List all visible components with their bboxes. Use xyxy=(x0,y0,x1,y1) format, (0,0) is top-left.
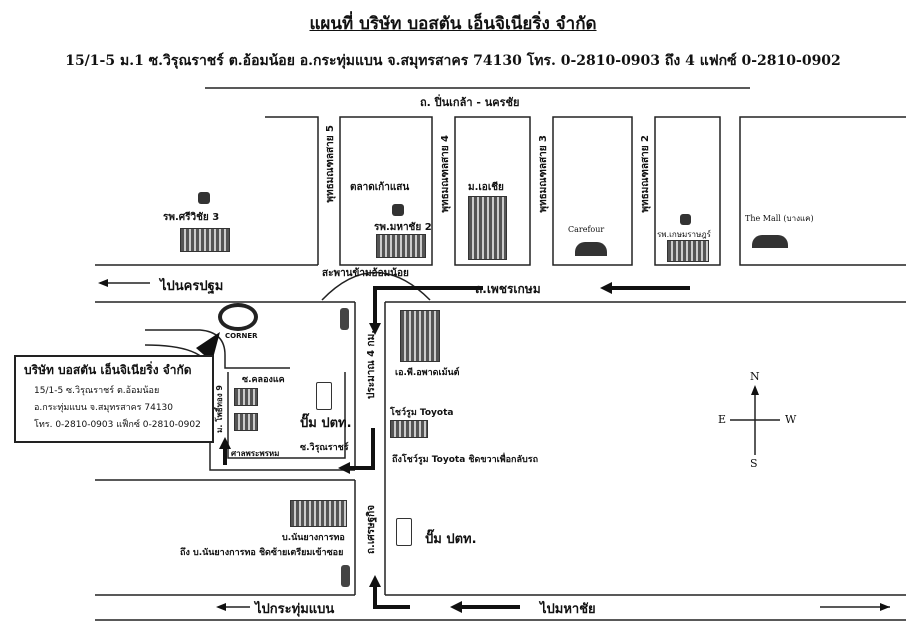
building-icon xyxy=(376,234,426,258)
factory-icon xyxy=(290,500,347,527)
label-soi-khlong-khae: ซ.คลองแค xyxy=(242,375,285,385)
road-soi4: พุทธมณฑลสาย 4 xyxy=(440,135,451,213)
road-setthakit: ถ.เศรษฐกิจ xyxy=(366,505,377,555)
tower-icon xyxy=(400,310,440,362)
road-soi-moo9: ม. โพธิ์ทอง 9 xyxy=(215,385,224,433)
label-asia-univ: ม.เอเชีย xyxy=(468,182,504,193)
traffic-light-icon xyxy=(341,565,350,587)
road-phetkasem: ถ.เพชรเกษม xyxy=(475,282,541,296)
label-corner: CORNER xyxy=(225,332,258,340)
label-approx-4km: ประมาณ 4 กม. xyxy=(366,330,377,399)
store-icon xyxy=(752,235,788,248)
building-icon xyxy=(390,420,428,438)
label-nanyang: บ.นันยางการทอ xyxy=(282,533,345,543)
hospital-icon xyxy=(680,214,691,225)
page-title: แผนที่ บริษัท บอสตัน เอ็นจิเนียริ่ง จำกั… xyxy=(309,14,597,34)
corner-logo-icon xyxy=(218,303,258,331)
label-soi-wirunrat: ซ.วิรุณราชร์ xyxy=(300,443,349,453)
label-to-mahachai: ไปมหาชัย xyxy=(540,602,596,617)
compass-east: E xyxy=(718,413,727,426)
label-ap-apartment: เอ.พี.อพาดเม้นต์ xyxy=(395,368,460,378)
road-soi5: พุทธมณฑลสาย 5 xyxy=(325,125,336,203)
label-to-krathum-baen: ไปกระทุ่มแบน xyxy=(255,602,335,617)
store-icon xyxy=(575,242,607,256)
compass-south: S xyxy=(750,457,758,470)
road-pinklao: ถ. ปิ่นเกล้า - นครชัย xyxy=(420,96,520,109)
company-info-box: บริษัท บอสตัน เอ็นจิเนียริ่ง จำกัด 15/1-… xyxy=(14,355,214,443)
company-address-2: อ.กระทุ่มแบน จ.สมุทรสาคร 74130 xyxy=(34,403,173,413)
shophouse-icon xyxy=(234,388,258,406)
tower-icon xyxy=(468,196,507,260)
company-name: บริษัท บอสตัน เอ็นจิเนียริ่ง จำกัด xyxy=(24,363,192,377)
label-shrine: ศาลพระพรหม xyxy=(231,449,280,458)
hospital-icon xyxy=(392,204,404,216)
road-soi3: พุทธมณฑลสาย 3 xyxy=(538,135,549,213)
label-mahachai2: รพ.มหาชัย 2 xyxy=(374,222,432,233)
label-toyota-note: ถึงโชว์รูม Toyota ชิดขวาเพื่อกลับรถ xyxy=(392,455,539,465)
label-ptt-pump-1: ปั๊ม ปตท. xyxy=(300,416,352,431)
label-talad-kao-saen: ตลาดเก้าแสน xyxy=(350,182,410,193)
company-phone: โทร. 0-2810-0903 แฟ็กซ์ 0-2810-0902 xyxy=(34,420,201,430)
label-ptt-pump-2: ปั๊ม ปตท. xyxy=(425,532,477,547)
label-toyota-showroom: โชว์รูม Toyota xyxy=(390,408,454,418)
compass-west: W xyxy=(785,413,797,426)
road-soi2: พุทธมณฑลสาย 2 xyxy=(640,135,651,213)
label-srivichai3: รพ.ศรีวิชัย 3 xyxy=(163,212,220,223)
hospital-icon xyxy=(198,192,210,204)
shophouse-icon xyxy=(234,413,258,431)
fuel-pump-icon xyxy=(396,518,412,546)
compass-north: N xyxy=(750,370,760,383)
label-nanyang-note: ถึง บ.นันยางการทอ ชิดซ้ายเตรียมเข้าซอย xyxy=(180,548,344,558)
traffic-light-icon xyxy=(340,308,349,330)
label-to-nakhon-pathom: ไปนครปฐม xyxy=(160,279,224,294)
fuel-pump-icon xyxy=(316,382,332,410)
building-icon xyxy=(667,240,709,262)
building-icon xyxy=(180,228,230,252)
label-kasemrad: รพ.เกษมราษฎร์ xyxy=(657,230,711,239)
label-carrefour: Carefour xyxy=(568,225,605,234)
label-the-mall: The Mall (บางแค) xyxy=(745,214,814,223)
address-line: 15/1-5 ม.1 ซ.วิรุณราชร์ ต.อ้อมน้อย อ.กระ… xyxy=(65,53,841,69)
company-address-1: 15/1-5 ซ.วิรุณราชร์ ต.อ้อมน้อย xyxy=(34,386,160,396)
label-bridge: สะพานข้ามอ้อมน้อย xyxy=(322,268,409,279)
